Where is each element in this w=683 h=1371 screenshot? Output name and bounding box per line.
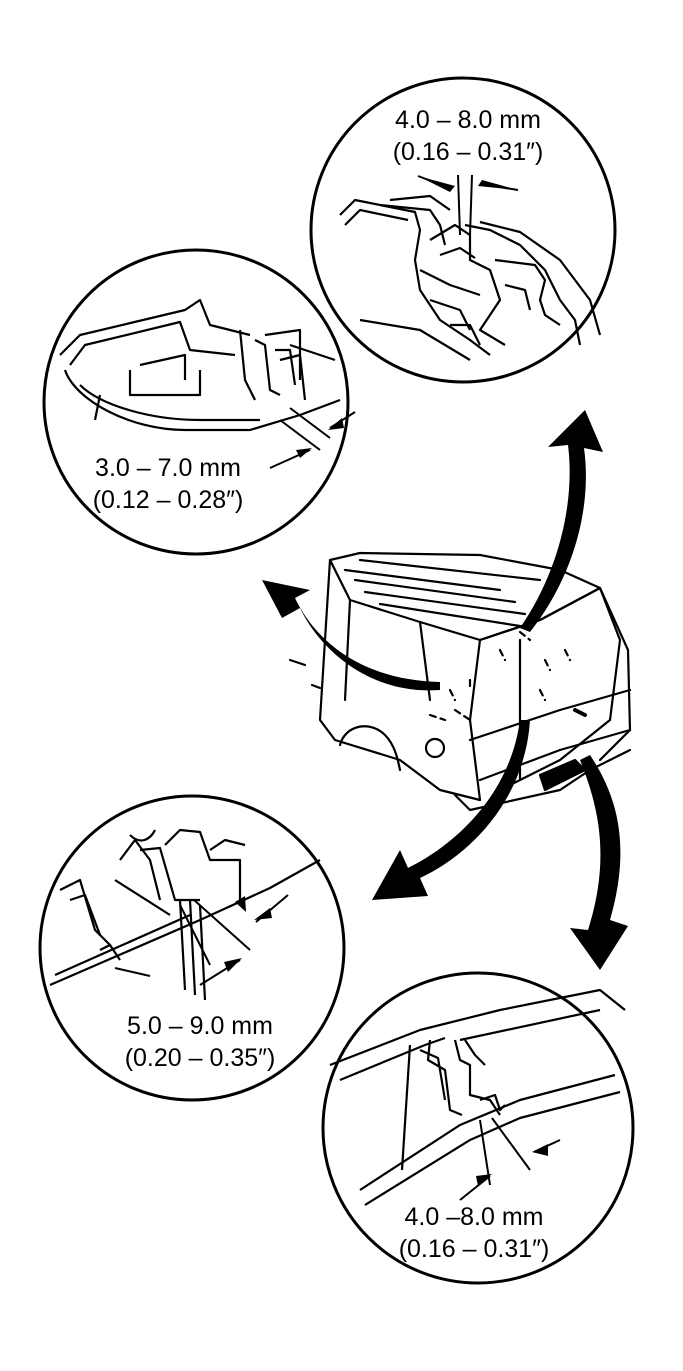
callout-top-right-metric: 4.0 – 8.0 mm [395, 106, 541, 134]
callout-bottom-right-imperial: (0.16 – 0.31″) [399, 1235, 550, 1263]
callout-lower-left-imperial: (0.20 – 0.35″) [125, 1044, 276, 1072]
callout-top-right-imperial: (0.16 – 0.31″) [393, 138, 544, 166]
callout-lower-left-metric: 5.0 – 9.0 mm [127, 1012, 273, 1040]
arrow-to-lower-left [372, 720, 530, 900]
arrow-to-bottom-right [570, 755, 628, 970]
callout-upper-left-metric: 3.0 – 7.0 mm [95, 454, 241, 482]
detail-circle-bottom-right: 4.0 –8.0 mm (0.16 – 0.31″) [321, 971, 635, 1285]
arrow-to-upper-left [262, 580, 440, 691]
arrow-to-top-right [520, 410, 603, 632]
callout-bottom-right-metric: 4.0 –8.0 mm [405, 1203, 544, 1231]
detail-circle-lower-left: 5.0 – 9.0 mm (0.20 – 0.35″) [38, 794, 346, 1102]
vehicle-rear-view [288, 551, 632, 812]
detail-circle-top-right: 4.0 – 8.0 mm (0.16 – 0.31″) [309, 76, 617, 384]
pointer-arrows [262, 410, 628, 970]
callout-upper-left-imperial: (0.12 – 0.28″) [93, 486, 244, 514]
detail-circle-upper-left: 3.0 – 7.0 mm (0.12 – 0.28″) [42, 248, 356, 556]
